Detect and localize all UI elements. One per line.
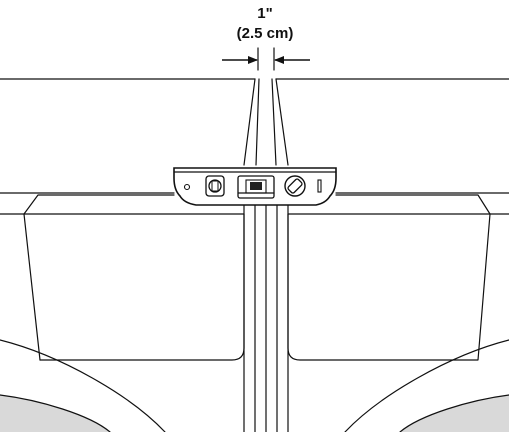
right-arc-outer bbox=[344, 339, 509, 432]
converge-mid-right bbox=[271, 78, 277, 166]
center-vial-icon bbox=[237, 175, 275, 199]
level-slot-icon bbox=[317, 179, 322, 193]
left-unit bbox=[23, 194, 245, 361]
left-shaded-arc bbox=[0, 395, 110, 432]
level-tool bbox=[173, 167, 337, 206]
right-unit-front bbox=[287, 213, 491, 361]
angle-vial-icon bbox=[284, 175, 306, 197]
lower-arcs bbox=[0, 339, 509, 432]
dimension-value-label: 1" bbox=[257, 5, 272, 22]
left-unit-front bbox=[23, 213, 245, 361]
level-hole-icon bbox=[183, 183, 191, 191]
right-shaded-arc bbox=[400, 395, 509, 432]
right-unit-top bbox=[335, 194, 491, 215]
converge-mid-left bbox=[255, 78, 260, 166]
converge-left bbox=[243, 78, 256, 166]
upper-panels bbox=[0, 78, 509, 215]
gap-dimension: 1" (2.5 cm) bbox=[222, 5, 310, 71]
right-arc-inner bbox=[399, 394, 509, 432]
right-unit bbox=[287, 194, 491, 361]
left-arc-inner bbox=[0, 394, 111, 432]
bubble-vial-icon bbox=[205, 175, 225, 197]
left-arc-outer bbox=[0, 339, 166, 432]
left-unit-top bbox=[23, 194, 175, 215]
dimension-metric-label: (2.5 cm) bbox=[237, 25, 294, 42]
center-gap bbox=[243, 78, 289, 432]
converge-right bbox=[275, 78, 289, 166]
